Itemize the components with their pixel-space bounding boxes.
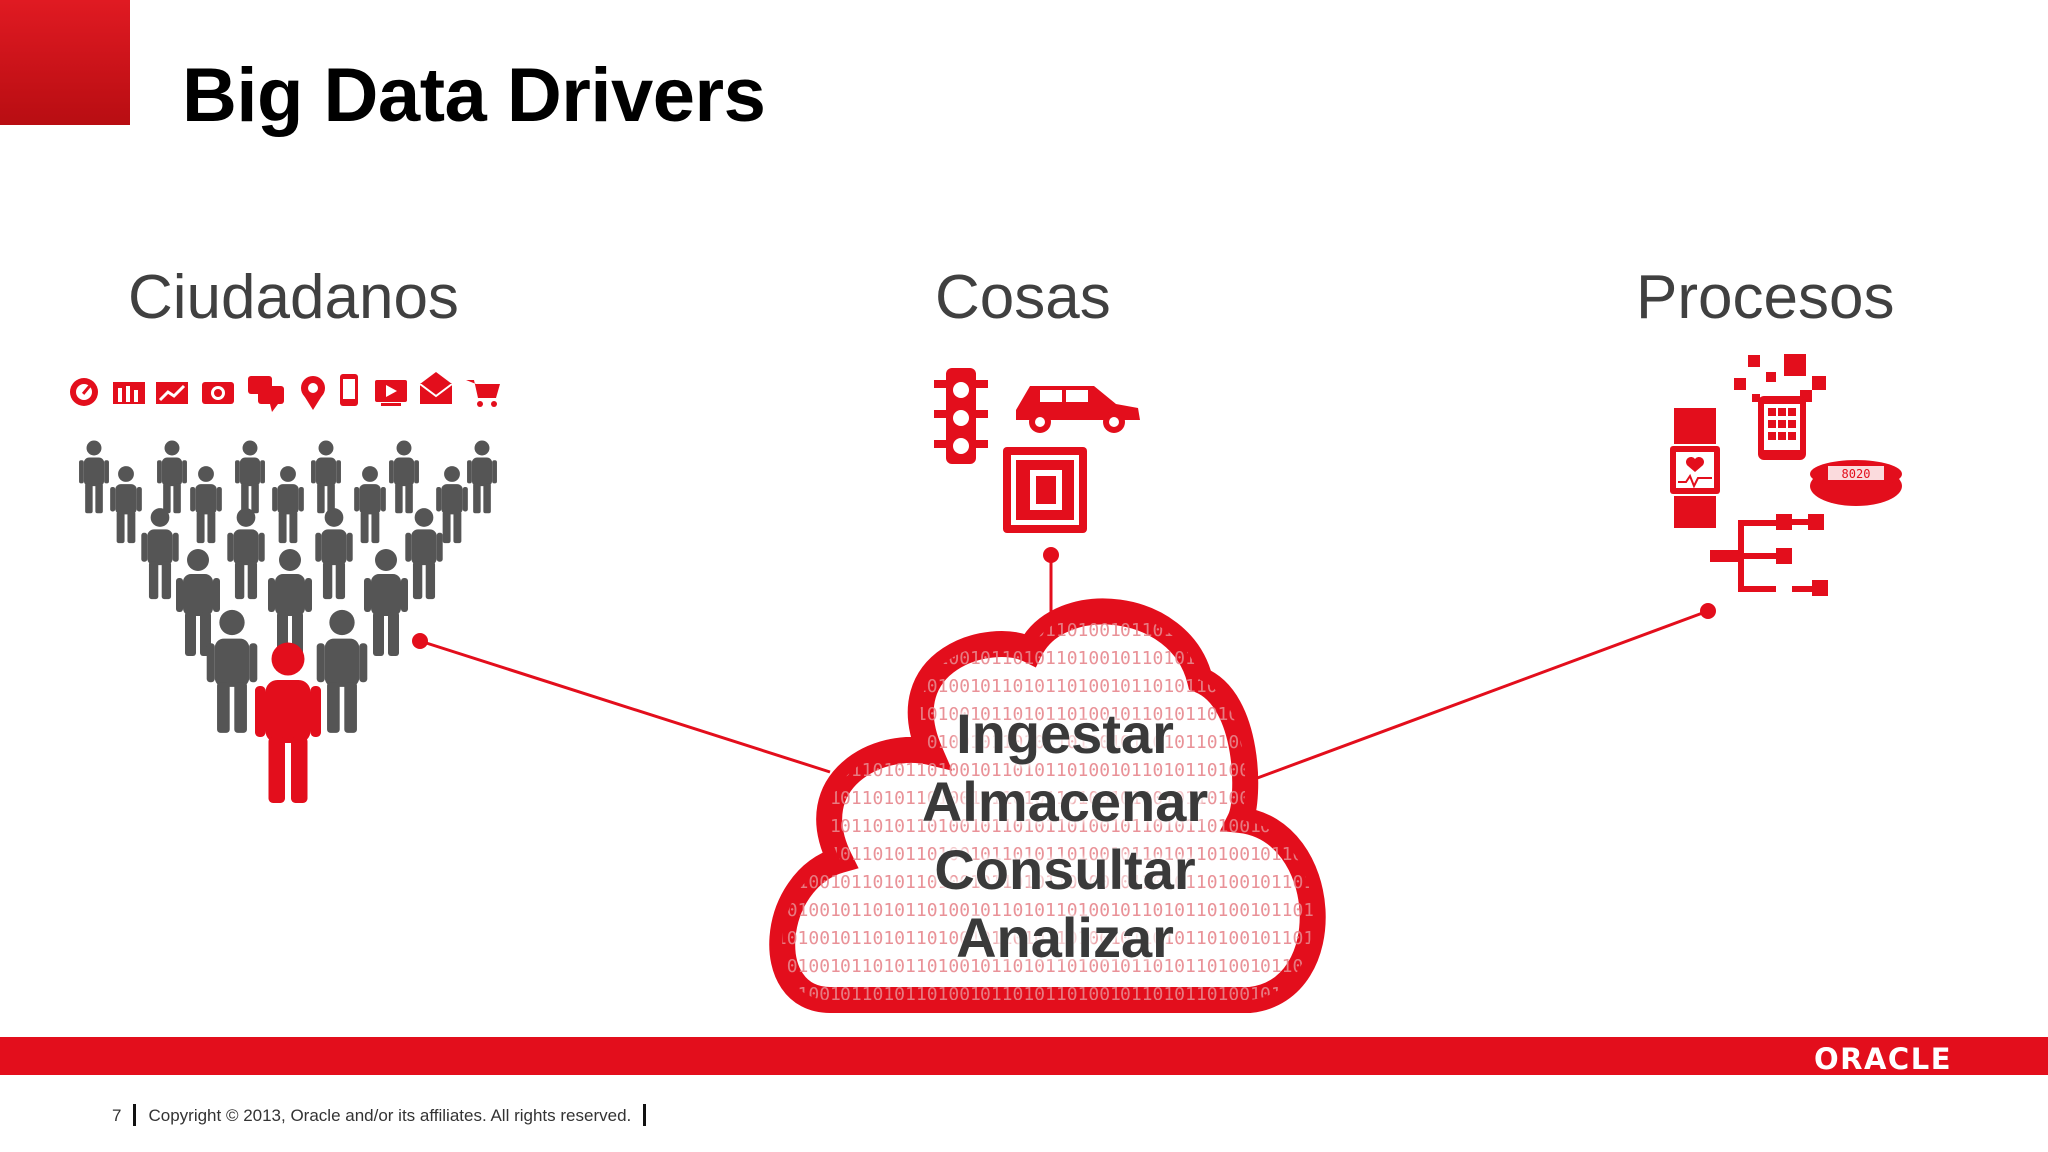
mail-icon [419,372,453,404]
chat-bubbles-icon [248,376,284,412]
person-highlight-icon [255,642,321,803]
tablet-icon [1758,396,1806,460]
cloud-word-almacenar: Almacenar [921,770,1209,833]
column-title-cosas: Cosas [935,263,1111,332]
cloud-word-ingestar: Ingestar [956,702,1174,765]
footer-separator [643,1104,647,1126]
cloud-word-analizar: Analizar [956,906,1174,969]
cloud-shape [769,598,1326,1013]
column-title-ciudadanos: Ciudadanos [128,263,459,332]
fitness-band-icon: 8020 [1810,460,1902,506]
page-number: 7 [112,1106,122,1125]
pixels-icon [1734,354,1826,402]
car-icon [1016,386,1140,433]
connector-dot [1043,547,1059,563]
camera-icon [202,382,234,404]
oracle-logo: ORACLE [1814,1042,1952,1076]
location-pin-icon [301,376,325,410]
footer-separator [133,1104,137,1126]
cosas-icons [934,368,1140,533]
copyright-text: Copyright © 2013, Oracle and/or its affi… [148,1106,632,1125]
connector-dot [1700,603,1716,619]
bar-chart-icon [113,382,145,404]
svg-text:8020: 8020 [1842,467,1871,481]
corner-accent [0,0,130,125]
chip-icon [1003,447,1087,533]
connector-dot [412,633,428,649]
slide-title: Big Data Drivers [182,53,766,138]
smartwatch-icon [1670,408,1720,528]
cloud-words: Ingestar Almacenar Consultar Analizar [830,700,1300,972]
bottom-red-bar [0,1037,2048,1075]
ciudadanos-icons [70,372,500,412]
video-icon [375,380,407,406]
column-title-procesos: Procesos [1636,263,1895,332]
smartphone-icon [340,374,358,406]
cloud-word-consultar: Consultar [934,838,1196,901]
speedometer-icon [70,378,98,406]
footer: 7 Copyright © 2013, Oracle and/or its aff… [112,1104,658,1126]
flow-diagram-icon [1710,514,1828,596]
traffic-light-icon [934,368,988,464]
line-chart-icon [156,382,188,404]
procesos-icons: 8020 [1670,354,1902,596]
shopping-cart-icon [466,380,500,407]
